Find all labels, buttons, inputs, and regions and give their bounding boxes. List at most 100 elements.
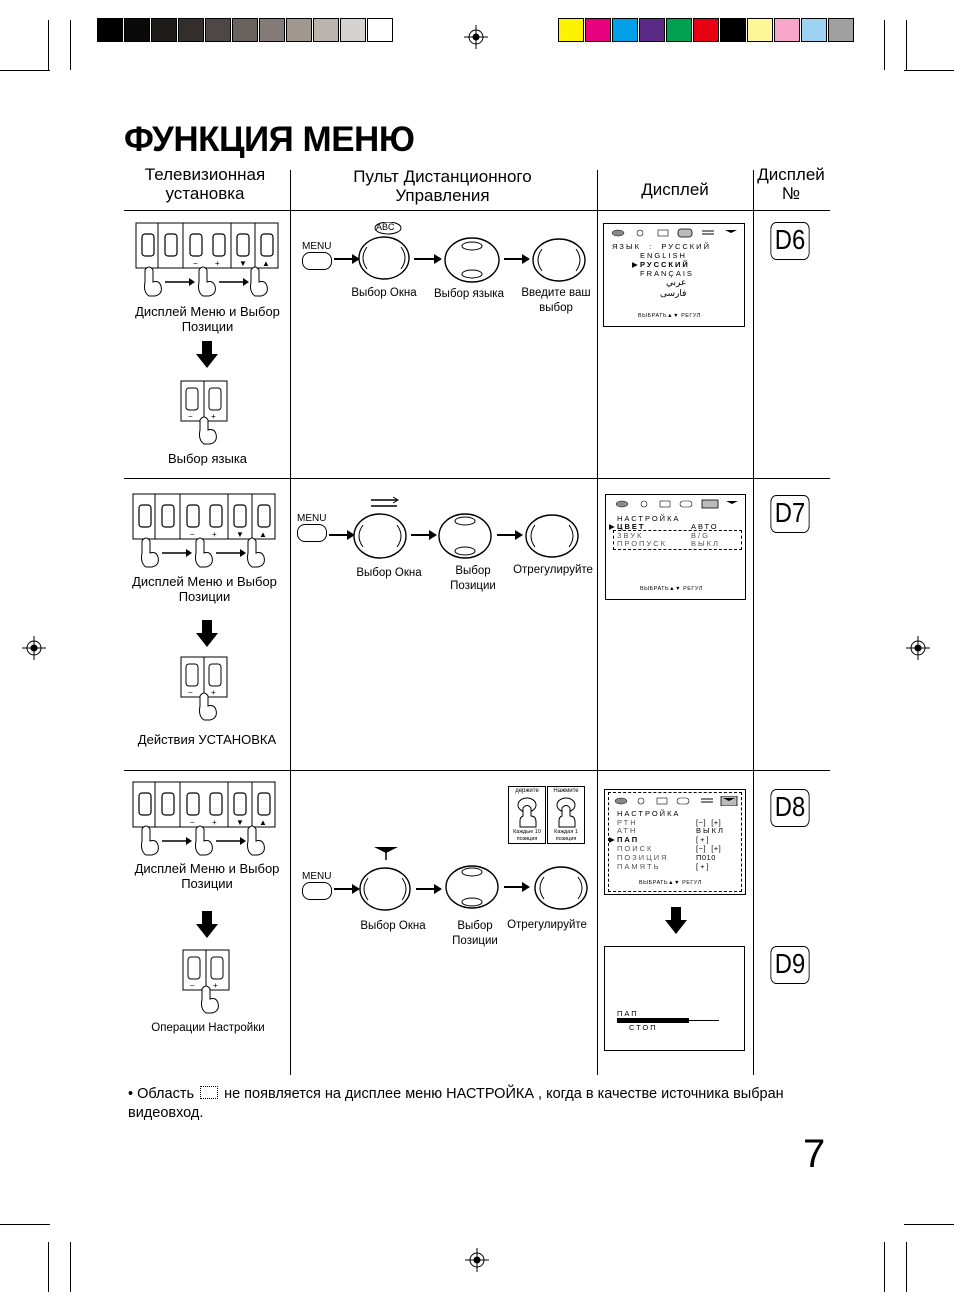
down-arrow-icon	[665, 907, 687, 934]
osd-lang-4: فارسی	[660, 288, 687, 298]
osd-row-value: П010	[696, 853, 716, 862]
osd-row-value: [+]	[696, 835, 711, 844]
color-swatch	[801, 18, 827, 42]
color-swatch	[612, 18, 638, 42]
rc-label-enter: Введите ваш выбор	[521, 287, 591, 314]
osd-row-value: [−] [+]	[696, 818, 722, 827]
rc-label-language: Выбор языка	[434, 288, 504, 300]
osd-screen-setup: НАСТРОЙКА ▶ ЦВЕТ АВТО ЗВУК B/G ПРОПУСК В…	[605, 494, 746, 600]
svg-text:▲: ▲	[259, 818, 267, 827]
color-swatch	[151, 18, 177, 42]
crop-mark	[884, 1242, 885, 1292]
rc-label-adjust: Отрегулируйте	[513, 564, 593, 576]
osd-cursor: ▶	[609, 522, 617, 531]
footnote-part2: не появляется на дисплее меню НАСТРОЙКА …	[128, 1086, 784, 1121]
osd-row-label: ЗВУК	[617, 531, 644, 540]
display-badge-d9: D9	[770, 946, 810, 984]
color-swatch	[720, 18, 746, 42]
rc-label-window: Выбор Окна	[356, 567, 422, 579]
osd-row-label: ПРОПУСК	[617, 539, 668, 548]
crop-mark	[48, 20, 49, 70]
osd-row-value: ВЫКЛ	[691, 539, 720, 548]
press-desc: Каждая 1 позиция	[554, 829, 578, 842]
abc-label: ABC	[376, 222, 395, 232]
tv-panel-buttons-icon: −+ ▼▲	[132, 781, 276, 856]
osd-row-value: B/G	[691, 531, 710, 540]
svg-text:+: +	[212, 818, 217, 827]
header-display-no: Дисплей №	[757, 165, 825, 203]
down-arrow-icon	[196, 620, 218, 647]
color-swatch	[747, 18, 773, 42]
osd-icon-row	[614, 796, 738, 806]
table-divider	[597, 170, 598, 1075]
down-arrow-icon	[196, 341, 218, 368]
press-instruction-box: Нажмите Каждая 1 позиция	[547, 786, 585, 844]
menu-button[interactable]	[302, 882, 332, 900]
svg-text:▼: ▼	[239, 259, 247, 268]
table-rule	[124, 210, 830, 211]
osd-row-label: ЦВЕТ	[617, 522, 646, 531]
menu-label: MENU	[297, 513, 327, 524]
crop-mark	[0, 70, 50, 71]
osd-row-label: ПАМЯТЬ	[617, 862, 661, 871]
header-tv: Телевизионная установка	[144, 165, 266, 203]
registration-mark-icon	[22, 636, 46, 660]
crop-mark	[884, 20, 885, 70]
table-rule	[124, 478, 830, 479]
color-swatch	[558, 18, 584, 42]
finger-press-icon	[556, 797, 576, 828]
osd-pap-label: ПАП	[617, 1009, 639, 1018]
color-swatch	[666, 18, 692, 42]
setup-tab-icon	[371, 496, 399, 507]
remote-sequence-icon	[329, 513, 579, 559]
osd-row-label: АТН	[617, 826, 638, 835]
svg-text:+: +	[215, 259, 220, 268]
crop-mark	[904, 70, 954, 71]
osd-lang-2: FRANÇAIS	[640, 269, 694, 278]
crop-mark	[0, 1224, 50, 1225]
svg-text:+: +	[211, 688, 216, 697]
menu-button[interactable]	[302, 252, 332, 270]
color-swatch	[639, 18, 665, 42]
osd-row-value: ВЫКЛ	[696, 826, 725, 835]
hold-desc: Каждые 10 позиция	[513, 829, 541, 842]
remote-sequence-icon	[334, 222, 586, 283]
menu-button[interactable]	[297, 524, 327, 542]
press-label: Нажмите	[553, 788, 579, 794]
osd-title: НАСТРОЙКА	[617, 514, 681, 523]
osd-lang-0: ENGLISH	[640, 251, 687, 260]
color-swatch	[178, 18, 204, 42]
search-progress-track	[689, 1020, 719, 1021]
display-badge-d7: D7	[770, 495, 810, 533]
remote-sequence-icon	[334, 865, 588, 911]
rc-label-adjust: Отрегулируйте	[507, 919, 587, 931]
color-swatch	[205, 18, 231, 42]
menu-label: MENU	[302, 241, 332, 252]
caption-menu-select: Дисплей Меню и Выбор Позиции	[134, 861, 280, 891]
tv-vol-buttons-icon: −+	[182, 949, 230, 1014]
osd-icon-row	[615, 499, 738, 509]
caption-menu-select: Дисплей Меню и Выбор Позиции	[132, 574, 277, 604]
registration-mark-icon	[465, 1248, 489, 1272]
color-swatch	[313, 18, 339, 42]
page-number: 7	[803, 1132, 826, 1176]
tv-vol-buttons-icon: −+	[180, 656, 228, 721]
svg-text:−: −	[193, 259, 198, 268]
hold-label: держите	[515, 788, 539, 794]
osd-row-label: ПОИСК	[617, 844, 654, 853]
color-swatch	[774, 18, 800, 42]
dotted-area-icon	[200, 1086, 219, 1099]
down-arrow-icon	[196, 911, 218, 938]
display-badge-d6: D6	[770, 222, 810, 260]
caption-setup-actions: Действия УСТАНОВКА	[137, 732, 277, 747]
color-swatch	[97, 18, 123, 42]
rc-label-position: Выбор Позиции	[450, 565, 496, 592]
osd-screen-search: ПАП СТОП	[604, 946, 745, 1051]
tv-vol-buttons-icon: −+	[180, 380, 228, 445]
tv-panel-buttons-icon: −+ ▼▲	[132, 493, 276, 568]
tuning-tab-icon	[374, 847, 398, 860]
svg-text:▲: ▲	[262, 259, 270, 268]
color-swatch	[828, 18, 854, 42]
svg-text:−: −	[190, 981, 195, 990]
caption-language-select: Выбор языка	[167, 451, 248, 466]
